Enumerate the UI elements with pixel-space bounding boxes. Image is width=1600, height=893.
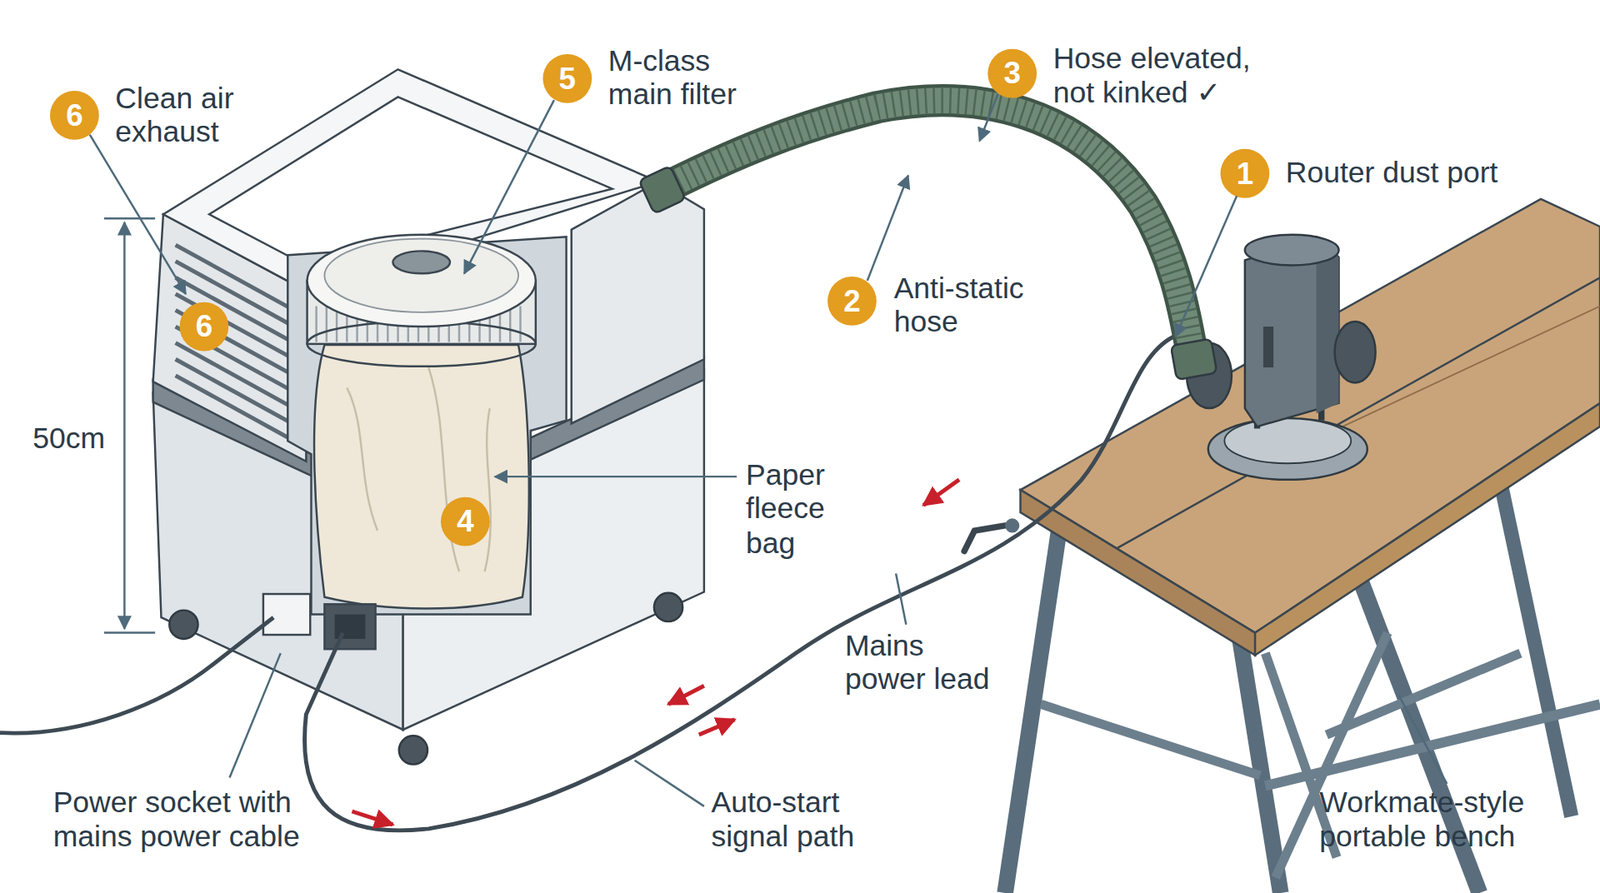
callout-number: 6 (50, 97, 100, 133)
cables (0, 336, 1174, 831)
extractor-unit (324, 604, 375, 650)
anti-static-hose (663, 100, 1192, 353)
extractor-unit (399, 735, 428, 765)
extractor-unit (153, 69, 705, 765)
part-label: Auto-start signal path (710, 785, 883, 855)
anti-static-hose (1170, 338, 1217, 380)
callout-number: 3 (987, 55, 1037, 91)
extractor-unit (324, 239, 519, 313)
extractor-unit (346, 367, 490, 572)
workbench (1020, 490, 1255, 655)
anti-static-hose (663, 100, 1192, 353)
part-label: Router dust port (1285, 155, 1582, 190)
cables (351, 811, 393, 825)
part-label: Hose elevated, not kinked ✓ (1053, 41, 1289, 110)
callout-number: 1 (1220, 155, 1270, 191)
extractor-unit (654, 593, 683, 622)
leader-lines (867, 175, 909, 281)
part-label: M-class main filter (608, 44, 777, 113)
leader-lines (90, 135, 186, 295)
callout-number: 6 (180, 309, 230, 345)
part-label: Power socket with mains power cable (53, 785, 340, 855)
leader-lines (895, 574, 906, 625)
workbench (1500, 480, 1572, 817)
leader-lines (980, 94, 999, 141)
callout-circles (50, 90, 100, 140)
anti-static-hose (639, 165, 686, 215)
anti-static-hose (663, 100, 1192, 353)
callout-circles (827, 276, 877, 326)
workbench (1316, 306, 1600, 440)
callout-circles (987, 49, 1037, 99)
extractor-unit (263, 594, 310, 635)
cables (668, 685, 705, 705)
leader-lines (1175, 195, 1237, 337)
extractor-unit (307, 235, 536, 327)
callout-number: 2 (827, 283, 877, 319)
part-label: Anti-static hose (894, 271, 1063, 340)
cables (0, 617, 274, 734)
workbench (1020, 199, 1600, 634)
callout-circles (50, 49, 1270, 547)
extractor-unit (571, 181, 705, 424)
leader-lines (90, 94, 1448, 807)
callout-circles (542, 54, 592, 104)
callout-circles (440, 497, 490, 547)
callout-number: 4 (440, 504, 490, 540)
extractor-unit (392, 250, 450, 274)
anti-static-hose (639, 100, 1218, 380)
leader-lines (104, 218, 155, 633)
callout-number: 5 (542, 60, 592, 96)
leader-lines (123, 222, 125, 630)
callout-circles (1220, 149, 1270, 199)
callout-circles (180, 302, 230, 352)
router (1263, 326, 1274, 368)
part-label: Clean air exhaust (115, 81, 258, 150)
workbench (1265, 704, 1600, 786)
leader-lines (495, 475, 737, 478)
router (1208, 418, 1368, 480)
workbench (1005, 518, 1020, 533)
router (1224, 418, 1351, 464)
leader-lines (635, 760, 705, 807)
cables (305, 336, 1175, 831)
workbench (964, 199, 1600, 893)
extractor-unit (307, 321, 536, 367)
leader-lines (464, 100, 555, 274)
part-label: Mains power lead (845, 629, 1006, 698)
router (1335, 321, 1376, 384)
router (1245, 235, 1340, 266)
extractor-unit (169, 610, 198, 640)
leader-lines (1398, 694, 1448, 785)
cables (923, 480, 960, 506)
cables (699, 720, 735, 735)
part-label: 50cm (32, 421, 125, 456)
extractor-unit (335, 615, 366, 640)
part-label: Paper fleece bag (745, 458, 848, 561)
leader-lines (230, 653, 281, 778)
part-label: Workmate-style portable bench (1319, 785, 1565, 855)
